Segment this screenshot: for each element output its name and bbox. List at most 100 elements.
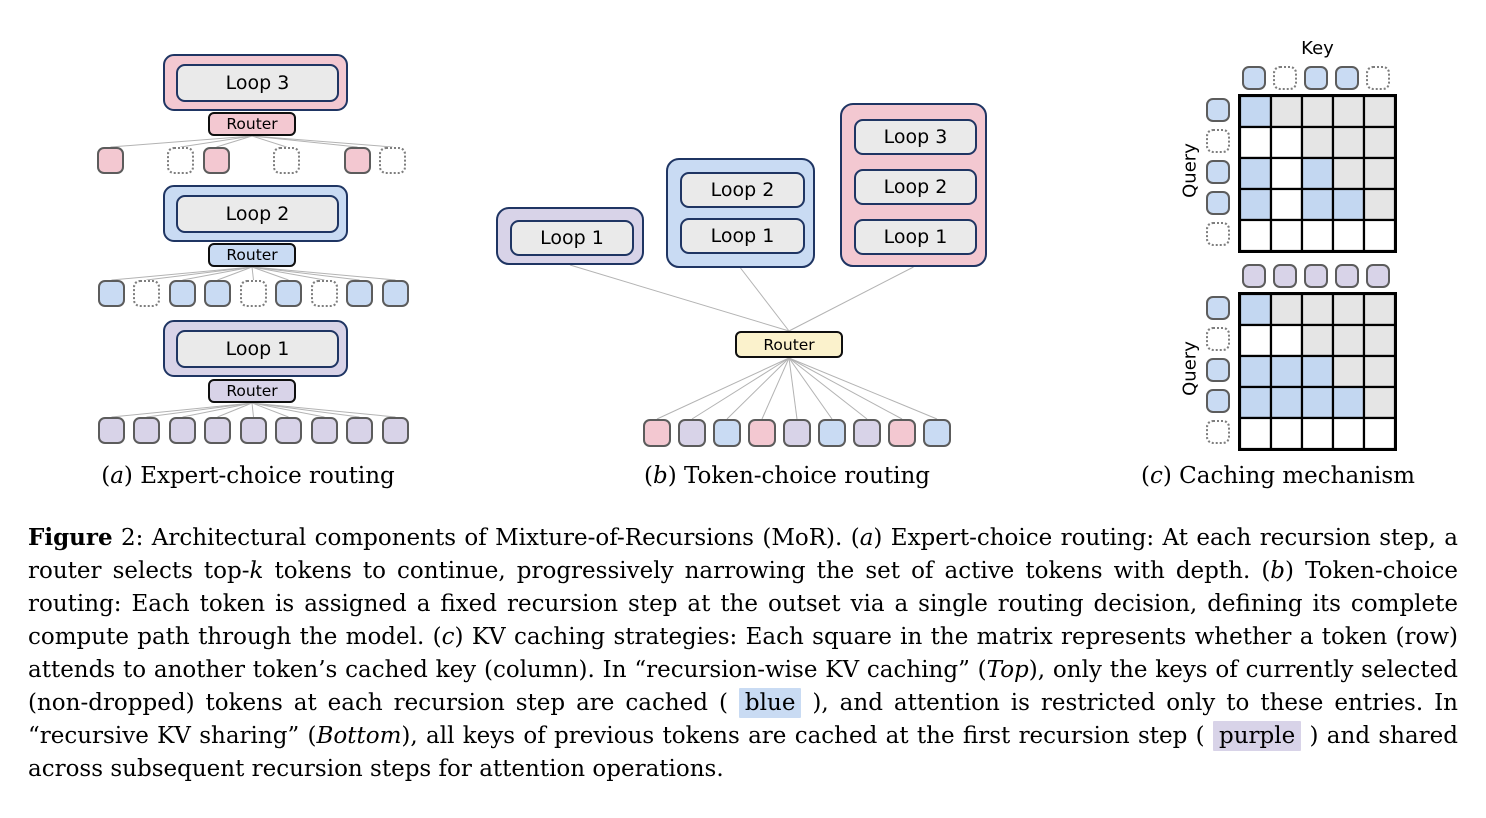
loop-label-box: Loop 2 <box>680 172 805 208</box>
attention-matrix-recursive-KV-sharing <box>1238 292 1397 451</box>
key-token <box>1335 264 1359 288</box>
connector-line <box>180 135 253 148</box>
grid-cell-r1-c3 <box>1300 292 1335 327</box>
grid-cell-r4-c5 <box>1362 187 1397 222</box>
grid-cell-r3-c1 <box>1238 354 1273 389</box>
token <box>240 280 267 307</box>
query-token <box>1206 191 1230 215</box>
token <box>204 280 231 307</box>
caption-segment: c <box>441 624 455 650</box>
caption-segment: a <box>859 525 874 551</box>
token <box>167 147 194 174</box>
connector-line <box>788 357 938 420</box>
token <box>98 417 125 444</box>
grid-cell-r5-c5 <box>1362 218 1397 253</box>
grid-cell-r5-c1 <box>1238 218 1273 253</box>
stack-1-recursions: Loop 1 <box>496 207 644 265</box>
connector-line <box>761 357 790 420</box>
subcaption-c: (c) Caching mechanism <box>1118 463 1438 489</box>
grid-cell-r1-c1 <box>1238 292 1273 327</box>
caption-segment: ) and shared across subsequent recursion… <box>28 723 1459 782</box>
token <box>98 280 125 307</box>
query-token <box>1206 327 1230 351</box>
subcaption-text: ) Token-choice routing <box>667 463 931 489</box>
connector-line <box>251 135 393 148</box>
grid-cell-r1-c5 <box>1362 292 1397 327</box>
connector-line <box>146 402 253 418</box>
caption-segment: ) Expert-choice routing: At each recursi… <box>28 525 1458 584</box>
grid-cell-r1-c1 <box>1238 94 1273 129</box>
query-token <box>1206 420 1230 444</box>
subcaption-text: a <box>110 463 124 489</box>
query-token <box>1206 296 1230 320</box>
connector-line <box>251 266 254 281</box>
caption-segment: Bottom <box>316 723 402 749</box>
figure-caption: Figure 2: Architectural components of Mi… <box>28 521 1458 786</box>
grid-cell-r4-c5 <box>1362 385 1397 420</box>
token <box>853 419 881 447</box>
grid-cell-r3-c5 <box>1362 156 1397 191</box>
connector-line <box>788 357 798 420</box>
grid-border <box>1238 292 1397 451</box>
token <box>678 419 706 447</box>
grid-cell-r3-c1 <box>1238 156 1273 191</box>
token <box>344 147 371 174</box>
connector-line <box>740 267 790 332</box>
query-token <box>1206 222 1230 246</box>
router-box: Router <box>208 112 296 136</box>
token <box>346 417 373 444</box>
token <box>311 280 338 307</box>
connector-line <box>217 402 253 418</box>
subcaption-a: (a) Expert-choice routing <box>88 463 408 489</box>
grid-cell-r1-c2 <box>1269 94 1304 129</box>
connector-line <box>788 266 914 332</box>
connector-line <box>182 266 253 281</box>
key-token <box>1273 264 1297 288</box>
caption-segment: tokens to continue, progressively narrow… <box>263 558 1271 584</box>
loop-label-box: Loop 3 <box>854 119 977 155</box>
grid-cell-r2-c1 <box>1238 125 1273 160</box>
grid-cell-r2-c3 <box>1300 323 1335 358</box>
caption-segment: 2: Architectural components of Mixture-o… <box>112 525 860 551</box>
grid-cell-r4-c1 <box>1238 385 1273 420</box>
query-token <box>1206 358 1230 382</box>
connector-line <box>110 135 253 148</box>
loop-block-loop-2: Loop 2 <box>163 185 348 242</box>
grid-cell-r3-c4 <box>1331 354 1366 389</box>
router-box: Router <box>208 379 296 403</box>
connector-line <box>111 266 253 281</box>
grid-cell-r1-c4 <box>1331 94 1366 129</box>
grid-cell-r2-c3 <box>1300 125 1335 160</box>
grid-cell-r3-c2 <box>1269 354 1304 389</box>
subcaption-text: ( <box>101 463 111 489</box>
connector-line <box>788 357 833 420</box>
token <box>275 280 302 307</box>
token <box>240 417 267 444</box>
token <box>748 419 776 447</box>
token <box>204 417 231 444</box>
token <box>713 419 741 447</box>
caption-segment: Top <box>986 657 1029 683</box>
key-token <box>1242 264 1266 288</box>
key-token <box>1242 66 1266 90</box>
caption-segment: b <box>1270 558 1286 584</box>
loop-label-box: Loop 1 <box>176 330 339 368</box>
connector-line <box>111 402 253 418</box>
token <box>169 280 196 307</box>
grid-cell-r1-c2 <box>1269 292 1304 327</box>
attention-matrix-recursion-wise-KV-caching <box>1238 94 1397 253</box>
loop-label-box: Loop 1 <box>680 218 805 254</box>
key-token <box>1335 66 1359 90</box>
grid-cell-r4-c2 <box>1269 385 1304 420</box>
connector-line <box>726 357 790 420</box>
loop-block-loop-1: Loop 1 <box>163 320 348 377</box>
subcaption-text: c <box>1149 463 1163 489</box>
token <box>888 419 916 447</box>
caption-segment: ), only the keys of currently selected (… <box>28 657 1459 716</box>
query-token <box>1206 129 1230 153</box>
grid-cell-r5-c4 <box>1331 416 1366 451</box>
token <box>273 147 300 174</box>
loop-label-box: Loop 2 <box>854 169 977 205</box>
